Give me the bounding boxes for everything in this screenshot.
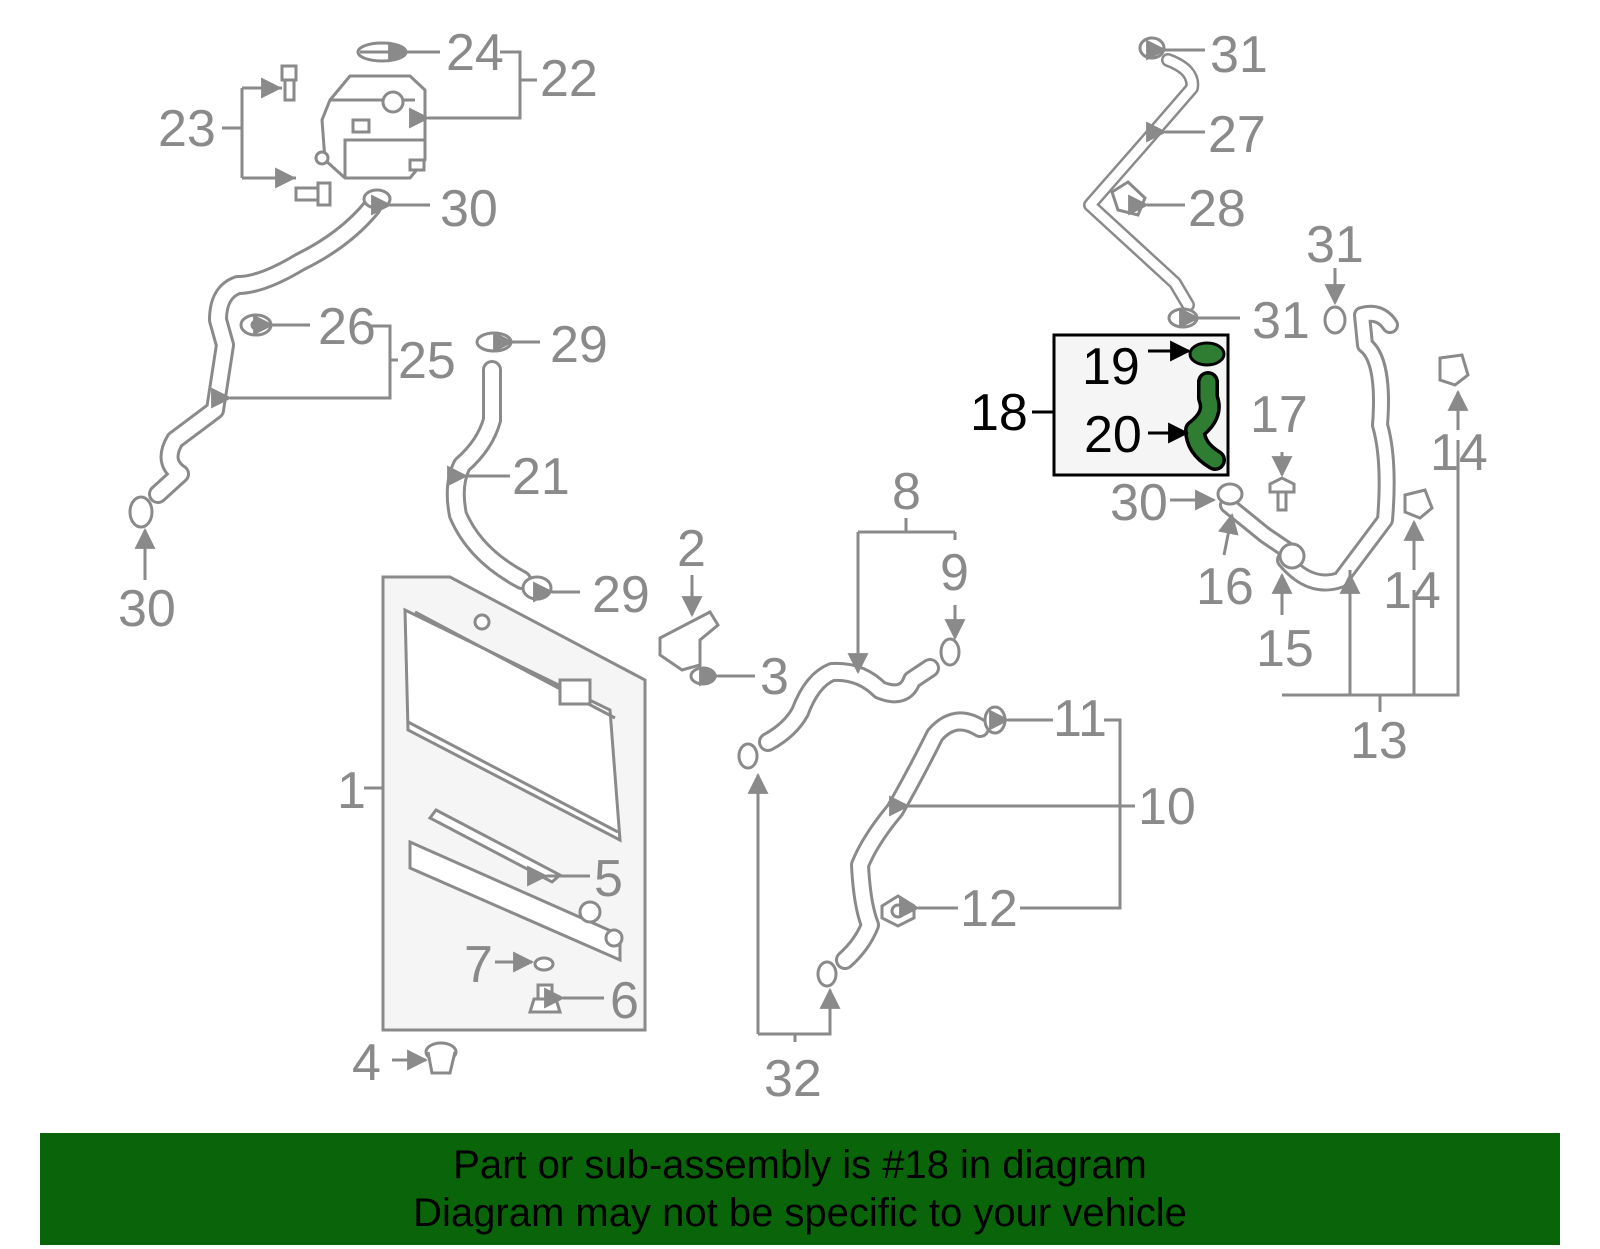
part-19-cap[interactable] bbox=[1188, 341, 1226, 367]
reservoir-cap[interactable] bbox=[356, 41, 408, 63]
callout-4: 4 bbox=[352, 1034, 381, 1092]
callout-24: 24 bbox=[446, 24, 504, 82]
callout-20: 20 bbox=[1084, 406, 1142, 464]
callout-9: 9 bbox=[940, 544, 969, 602]
reservoir-bolt-lower[interactable] bbox=[294, 181, 332, 207]
info-banner: Part or sub-assembly is #18 in diagram D… bbox=[40, 1133, 1560, 1245]
callout-15: 15 bbox=[1256, 620, 1314, 678]
callout-2: 2 bbox=[677, 520, 706, 578]
hose-clamp-11[interactable] bbox=[983, 705, 1007, 735]
callout-23: 23 bbox=[158, 100, 216, 158]
callout-29-upper: 29 bbox=[550, 316, 608, 374]
clip-14-upper[interactable] bbox=[1438, 353, 1470, 387]
callout-12: 12 bbox=[960, 880, 1018, 938]
hose-clamp-30-right[interactable] bbox=[1216, 482, 1244, 506]
hose-clamp-30-left[interactable] bbox=[128, 495, 154, 529]
callout-14-lower: 14 bbox=[1383, 562, 1441, 620]
callout-25: 25 bbox=[398, 332, 456, 390]
bypass-hose[interactable] bbox=[1083, 53, 1200, 312]
reservoir-hose[interactable] bbox=[148, 197, 382, 504]
callout-32: 32 bbox=[764, 1050, 822, 1108]
hose-clamp-31-top[interactable] bbox=[1138, 36, 1166, 60]
callout-30-left: 30 bbox=[118, 580, 176, 638]
heater-pipe[interactable] bbox=[1219, 304, 1399, 592]
callout-30-right: 30 bbox=[1110, 474, 1168, 532]
callout-10: 10 bbox=[1138, 778, 1196, 836]
radiator-lower-tank[interactable] bbox=[408, 839, 624, 963]
hose-clamp-30-upper[interactable] bbox=[362, 188, 392, 210]
callout-22: 22 bbox=[540, 50, 598, 108]
bracket-grommet[interactable] bbox=[689, 666, 717, 686]
callout-17: 17 bbox=[1250, 386, 1308, 444]
reservoir-bolt-upper[interactable] bbox=[280, 64, 298, 102]
callout-18: 18 bbox=[970, 384, 1028, 442]
hose-clamp-32-lower[interactable] bbox=[816, 960, 838, 988]
callout-21: 21 bbox=[512, 448, 570, 506]
part-20-hose[interactable] bbox=[1184, 371, 1226, 471]
hose-clip-28[interactable] bbox=[1110, 180, 1147, 217]
callout-1: 1 bbox=[337, 762, 366, 820]
radiator[interactable] bbox=[403, 607, 622, 843]
hose-clamp-9[interactable] bbox=[939, 637, 961, 667]
hose-clamp-15[interactable] bbox=[1278, 542, 1306, 570]
callout-3: 3 bbox=[760, 648, 789, 706]
callout-30-upper: 30 bbox=[440, 180, 498, 238]
callout-31-right: 31 bbox=[1306, 216, 1364, 274]
bolt-17[interactable] bbox=[1268, 476, 1296, 512]
callout-31-top: 31 bbox=[1210, 26, 1268, 84]
hose-clamp-31-mid[interactable] bbox=[1167, 307, 1199, 329]
callout-11: 11 bbox=[1053, 690, 1107, 748]
callout-8: 8 bbox=[892, 463, 921, 521]
overflow-hose[interactable] bbox=[445, 360, 532, 590]
radiator-lower-bracket[interactable] bbox=[427, 808, 563, 884]
callout-6: 6 bbox=[610, 972, 639, 1030]
callout-19: 19 bbox=[1082, 338, 1140, 396]
callout-5: 5 bbox=[594, 850, 623, 908]
callout-29-lower: 29 bbox=[592, 566, 650, 624]
lower-hose-nut[interactable] bbox=[880, 894, 916, 928]
reservoir-tank[interactable] bbox=[314, 74, 427, 180]
callout-27: 27 bbox=[1208, 106, 1266, 164]
callout-31-mid: 31 bbox=[1252, 292, 1310, 350]
hose-clamp-29-lower[interactable] bbox=[521, 575, 553, 601]
callout-14-upper: 14 bbox=[1430, 424, 1488, 482]
callout-26: 26 bbox=[318, 298, 376, 356]
callout-16: 16 bbox=[1196, 558, 1254, 616]
hose-clamp-29-upper[interactable] bbox=[475, 331, 513, 353]
radiator-mount-bushing[interactable] bbox=[424, 1041, 458, 1075]
hose-clamp-31-right[interactable] bbox=[1323, 305, 1347, 335]
lower-radiator-hose[interactable] bbox=[835, 711, 990, 970]
callout-13: 13 bbox=[1350, 712, 1408, 770]
hose-bracket[interactable] bbox=[658, 610, 720, 672]
clip-14-lower[interactable] bbox=[1403, 488, 1434, 520]
callout-7: 7 bbox=[464, 936, 493, 994]
hose-clamp-26[interactable] bbox=[239, 313, 273, 337]
hose-clamp-32-upper[interactable] bbox=[737, 742, 759, 770]
banner-part-note: Part or sub-assembly is #18 in diagram bbox=[453, 1143, 1147, 1187]
radiator-o-ring[interactable] bbox=[533, 956, 555, 972]
callout-28: 28 bbox=[1188, 180, 1246, 238]
banner-disclaimer: Diagram may not be specific to your vehi… bbox=[413, 1191, 1187, 1235]
upper-radiator-hose[interactable] bbox=[758, 658, 940, 752]
